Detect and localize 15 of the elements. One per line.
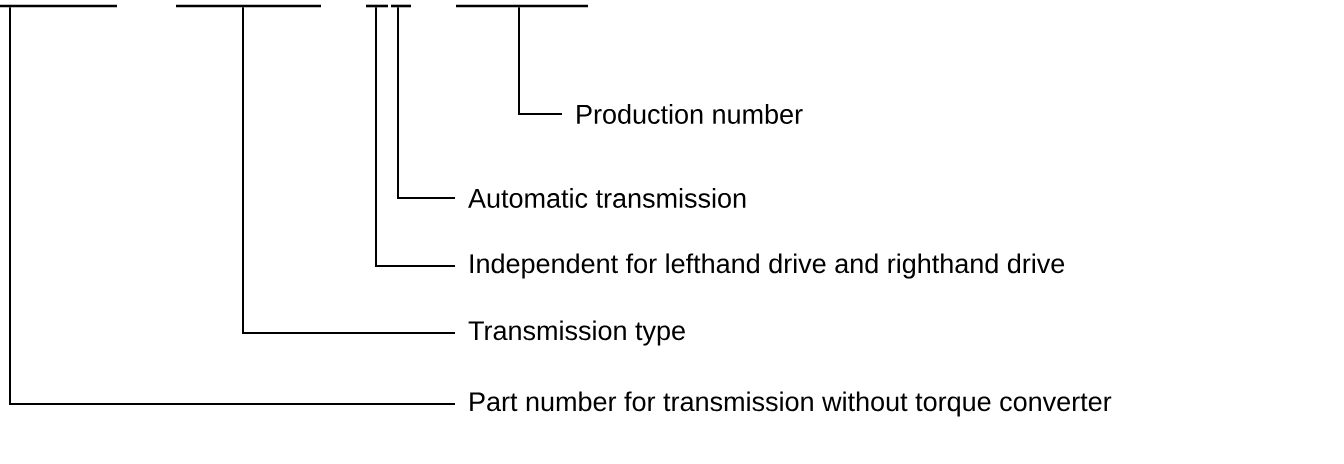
label-text: Part number for transmission without torque converter xyxy=(470,391,1112,417)
leader-line xyxy=(397,6,456,199)
blank-line xyxy=(391,4,411,8)
blank-line xyxy=(456,4,588,8)
leader-line xyxy=(518,6,563,115)
label-text: Independent for lefthand drive and righthand drive xyxy=(470,253,1065,279)
leader-line xyxy=(9,6,456,405)
blank-line xyxy=(366,4,388,8)
leader-line xyxy=(375,6,456,267)
label-text: Automatic transmission xyxy=(468,188,746,208)
label-text: Transmission type xyxy=(468,320,685,346)
blank-line xyxy=(0,4,117,8)
leader-line xyxy=(242,6,456,334)
blank-line xyxy=(176,4,321,8)
label-text: Production number xyxy=(577,104,803,124)
